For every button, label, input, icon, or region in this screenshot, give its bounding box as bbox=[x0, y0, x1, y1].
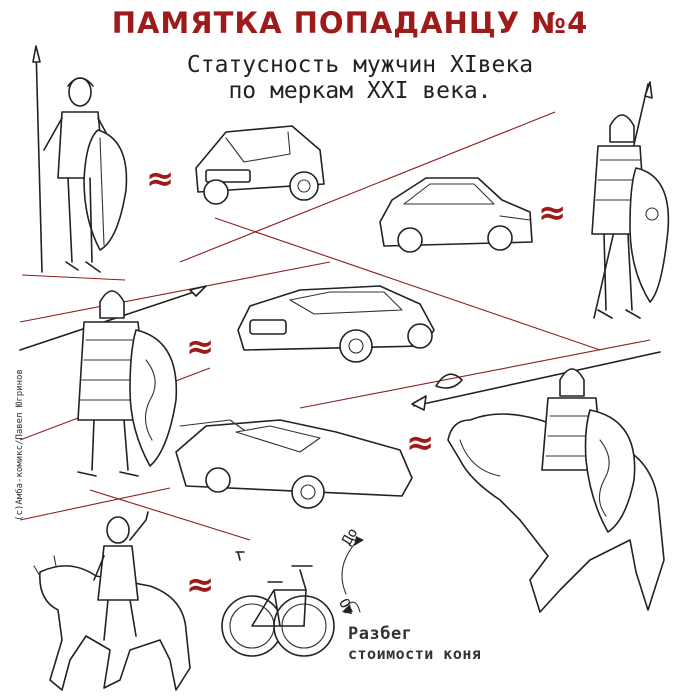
approx-sign-sports: ≈ bbox=[406, 423, 435, 463]
approx-sign-sedan: ≈ bbox=[538, 193, 567, 233]
armored-warrior-figure bbox=[591, 81, 670, 319]
approx-sign-bicycle: ≈ bbox=[186, 565, 215, 605]
peasant-warrior-figure bbox=[32, 45, 128, 273]
approx-sign-suv: ≈ bbox=[146, 159, 175, 199]
bicycle-drawing bbox=[221, 551, 335, 657]
horse-cost-caption-line-1: Разбег bbox=[348, 624, 413, 644]
boy-on-pony-figure bbox=[33, 511, 191, 691]
divider-lines bbox=[19, 111, 651, 541]
price-range-arrows bbox=[341, 536, 364, 614]
approx-sign-luxury: ≈ bbox=[186, 327, 215, 367]
horse-cost-caption-line-2: стоимости коня bbox=[348, 645, 482, 663]
author-credit: (с)Амба-комикс/Павел Югринов bbox=[15, 369, 25, 521]
knight-figure bbox=[19, 285, 207, 477]
page-title: ПАМЯТКА ПОПАДАНЦУ №4 bbox=[111, 6, 589, 40]
suv-car-drawing bbox=[195, 125, 325, 205]
subtitle-line-2: по меркам XXI века. bbox=[228, 78, 492, 104]
mounted-knight-figure bbox=[411, 351, 665, 613]
sedan-car-drawing bbox=[379, 177, 533, 253]
subtitle-line-1: Статусность мужчин XIвека bbox=[186, 52, 534, 78]
sports-car-drawing bbox=[175, 419, 413, 509]
luxury-car-drawing bbox=[237, 285, 435, 363]
